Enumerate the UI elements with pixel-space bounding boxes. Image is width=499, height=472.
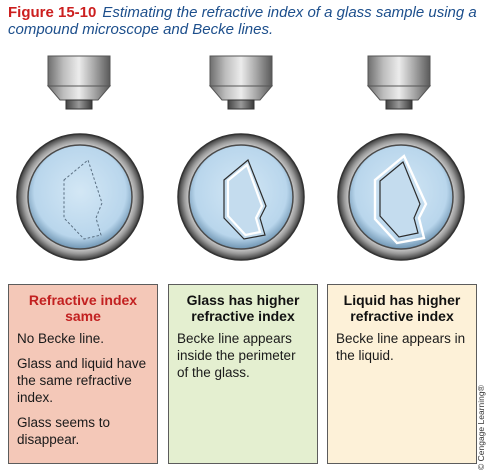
objective-lens-1	[46, 55, 112, 110]
panel-text: No Becke line.	[17, 331, 105, 346]
copyright-credit: © Cengage Learning®	[476, 385, 486, 470]
view-field-glass-higher	[177, 133, 305, 261]
becke-line-outside	[373, 154, 428, 245]
panel-same-index: Refractive index same No Becke line. Gla…	[8, 284, 158, 464]
microscope-illustration	[16, 55, 465, 261]
figure-caption-text: Estimating the refractive index of a gla…	[8, 4, 477, 38]
panel-title: Liquid has higher refractive index	[343, 292, 461, 324]
panel-title: Refractive index same	[28, 292, 138, 324]
glass-fragment-dashed	[63, 159, 103, 240]
becke-line-inside	[226, 163, 264, 237]
objective-lens-3	[366, 55, 432, 110]
panel-title: Glass has higher refractive index	[186, 292, 300, 324]
panel-glass-higher: Glass has higher refractive index Becke …	[168, 284, 318, 464]
panel-liquid-higher: Liquid has higher refractive index Becke…	[327, 284, 477, 464]
glass-fragment-outline	[379, 161, 421, 238]
view-field-liquid-higher	[337, 133, 465, 261]
panel-text: Becke line appears inside the perimeter …	[177, 331, 296, 380]
objective-lens-2	[208, 55, 274, 110]
figure-label: Figure 15-10	[8, 4, 97, 21]
view-field-same-index	[16, 133, 144, 261]
panel-text: Glass seems to disappear.	[17, 415, 111, 447]
panel-text: Glass and liquid have the same refractiv…	[17, 356, 147, 405]
panel-text: Becke line appears in the liquid.	[336, 331, 466, 363]
